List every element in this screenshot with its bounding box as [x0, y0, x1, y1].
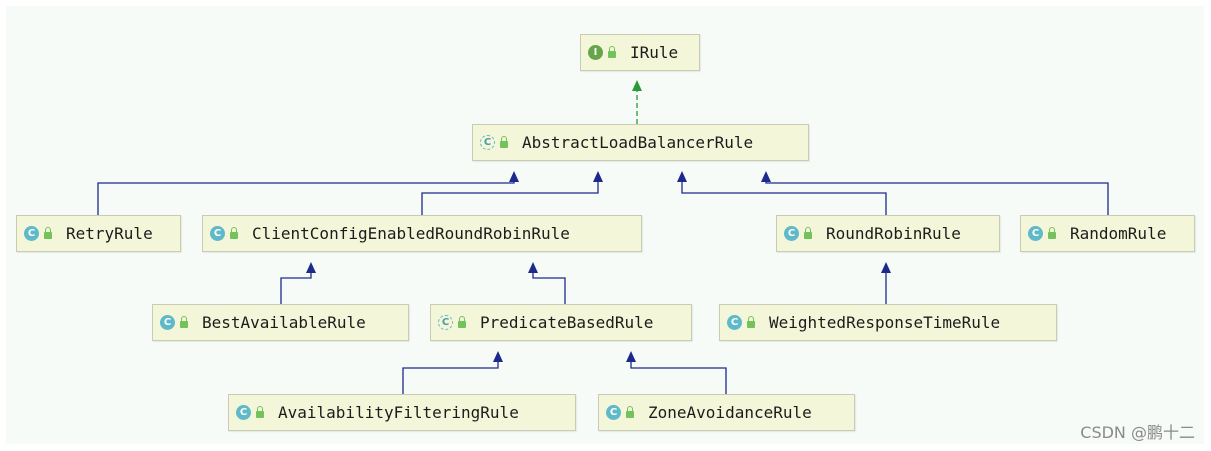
- node-label: RetryRule: [66, 224, 153, 243]
- node-abstract-load-balancer-rule[interactable]: C AbstractLoadBalancerRule: [472, 124, 809, 161]
- public-access-icon: [1048, 227, 1056, 239]
- node-label: AbstractLoadBalancerRule: [522, 133, 754, 152]
- arrowhead-predicate-to-clientconfig: [528, 262, 538, 273]
- class-icon: C: [236, 405, 251, 420]
- node-label: BestAvailableRule: [202, 313, 366, 332]
- class-icon: C: [1028, 226, 1043, 241]
- arrowhead-retry-to-abstract: [509, 171, 519, 182]
- arrowhead-availability-to-predicate: [493, 351, 503, 362]
- node-availability-filtering-rule[interactable]: C AvailabilityFilteringRule: [228, 394, 576, 431]
- node-best-available-rule[interactable]: C BestAvailableRule: [152, 304, 409, 341]
- abstract-class-icon: C: [438, 315, 453, 330]
- watermark: CSDN @鹏十二: [1080, 423, 1195, 442]
- class-icon: C: [784, 226, 799, 241]
- class-icon: C: [160, 315, 175, 330]
- node-random-rule[interactable]: C RandomRule: [1020, 215, 1195, 252]
- node-client-config-enabled-round-robin-rule[interactable]: C ClientConfigEnabledRoundRobinRule: [202, 215, 642, 252]
- public-access-icon: [500, 136, 508, 148]
- edge-clientconfig-to-abstract: [421, 180, 599, 215]
- public-access-icon: [458, 316, 466, 328]
- arrowhead-random-to-abstract: [761, 171, 771, 182]
- edge-roundrobin-to-abstract: [681, 180, 887, 215]
- public-access-icon: [747, 316, 755, 328]
- arrowhead-bestavailable-to-clientconfig: [306, 262, 316, 273]
- arrowhead-abstract-to-irule: [632, 80, 642, 91]
- node-label: RoundRobinRule: [826, 224, 961, 243]
- node-predicate-based-rule[interactable]: C PredicateBasedRule: [430, 304, 692, 341]
- node-zone-avoidance-rule[interactable]: C ZoneAvoidanceRule: [598, 394, 855, 431]
- node-label: IRule: [630, 43, 679, 62]
- node-weighted-response-time-rule[interactable]: C WeightedResponseTimeRule: [719, 304, 1057, 341]
- node-label: WeightedResponseTimeRule: [769, 313, 1001, 332]
- class-icon: C: [727, 315, 742, 330]
- inheritance-edges: [97, 80, 1109, 394]
- node-retry-rule[interactable]: C RetryRule: [16, 215, 181, 252]
- arrowhead-clientconfig-to-abstract: [593, 171, 603, 182]
- edge-availability-to-predicate: [402, 360, 499, 394]
- edge-zone-to-predicate: [630, 360, 727, 394]
- public-access-icon: [804, 227, 812, 239]
- class-icon: C: [24, 226, 39, 241]
- public-access-icon: [626, 406, 634, 418]
- abstract-class-icon: C: [480, 135, 495, 150]
- interface-icon: I: [588, 45, 603, 60]
- node-irule[interactable]: I IRule: [580, 34, 700, 71]
- arrowhead-weighted-to-roundrobin: [881, 262, 891, 273]
- class-icon: C: [210, 226, 225, 241]
- edge-random-to-abstract: [765, 180, 1109, 215]
- node-label: AvailabilityFilteringRule: [278, 403, 519, 422]
- public-access-icon: [44, 227, 52, 239]
- node-round-robin-rule[interactable]: C RoundRobinRule: [776, 215, 1000, 252]
- public-access-icon: [256, 406, 264, 418]
- diagram-canvas: I IRule C AbstractLoadBalancerRule C Ret…: [6, 6, 1204, 444]
- arrowhead-roundrobin-to-abstract: [677, 171, 687, 182]
- node-label: PredicateBasedRule: [480, 313, 654, 332]
- public-access-icon: [230, 227, 238, 239]
- public-access-icon: [180, 316, 188, 328]
- arrowhead-zone-to-predicate: [626, 351, 636, 362]
- edge-retry-to-abstract: [97, 180, 515, 215]
- edge-bestavailable-to-clientconfig: [280, 271, 312, 304]
- class-icon: C: [606, 405, 621, 420]
- public-access-icon: [608, 46, 616, 58]
- node-label: ZoneAvoidanceRule: [648, 403, 812, 422]
- edge-predicate-to-clientconfig: [532, 271, 566, 304]
- node-label: ClientConfigEnabledRoundRobinRule: [252, 224, 570, 243]
- node-label: RandomRule: [1070, 224, 1167, 243]
